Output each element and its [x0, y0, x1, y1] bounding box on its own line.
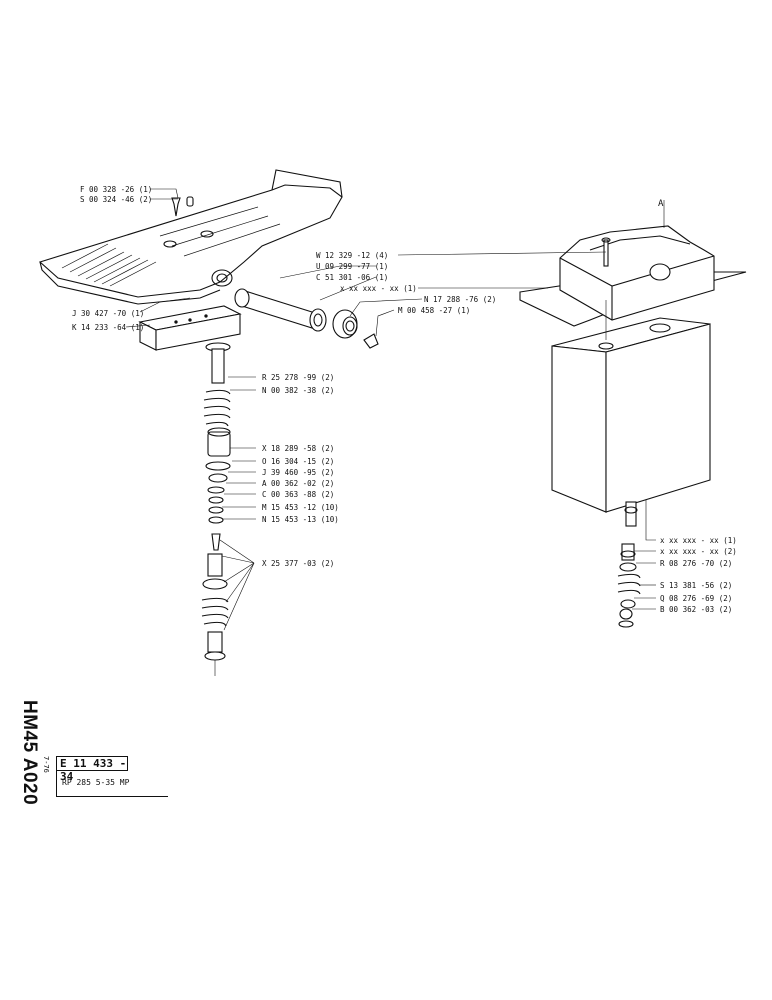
reference-divider-horizontal [56, 796, 168, 797]
callout-label: N 17 288 -76 (2) [424, 295, 496, 304]
callout-label: J 39 460 -95 (2) [262, 468, 334, 477]
callout-labels: F 00 328 -26 (1) S 00 324 -46 (2) J 30 4… [72, 185, 737, 614]
leader-lines [125, 188, 656, 631]
series-code-text: HM45 A020 [19, 700, 40, 806]
callout-label: W 12 329 -12 (4) [316, 251, 388, 260]
callout-label: S 00 324 -46 (2) [80, 195, 152, 204]
callout-label: M 00 458 -27 (1) [398, 306, 470, 315]
callout-label: A 00 362 -02 (2) [262, 479, 334, 488]
callout-label: J 30 427 -70 (1) [72, 309, 144, 318]
callout-label: U 09 299 -77 (1) [316, 262, 388, 271]
callout-label: R 25 278 -99 (2) [262, 373, 334, 382]
callout-label: Q 08 276 -69 (2) [660, 594, 732, 603]
callout-label: x xx xxx - xx (2) [660, 547, 737, 556]
callout-label: F 00 328 -26 (1) [80, 185, 152, 194]
reference-divider-vertical [56, 771, 57, 796]
callout-label: O 16 304 -15 (2) [262, 457, 334, 466]
reference-number: E 11 433 - 34 [56, 756, 128, 783]
callout-label: x xx xxx - xx (1) [660, 536, 737, 545]
right-valve-stack [617, 501, 641, 628]
callout-label: N 15 453 -13 (10) [262, 515, 339, 524]
callout-label: C 00 363 -88 (2) [262, 490, 334, 499]
sheet-date-text: 7-76 [42, 756, 50, 773]
pedal-drawing [38, 169, 343, 351]
series-code: HM45 A020 [18, 700, 44, 805]
callout-label: R 08 276 -70 (2) [660, 559, 732, 568]
view-letter: A [658, 199, 664, 209]
reservoir-drawing [519, 200, 747, 513]
sheet-date: 7-76 [42, 756, 52, 786]
callout-label: C 51 301 -06 (1) [316, 273, 388, 282]
callout-label: X 25 377 -03 (2) [262, 559, 334, 568]
callout-label: N 00 382 -38 (2) [262, 386, 334, 395]
callout-label: B 00 362 -03 (2) [660, 605, 732, 614]
callout-label: S 13 381 -56 (2) [660, 581, 732, 590]
callout-label: X 18 289 -58 (2) [262, 444, 334, 453]
shaft-drawing [234, 288, 379, 349]
callout-label: M 15 453 -12 (10) [262, 503, 339, 512]
callout-label: K 14 233 -64 (1) [72, 323, 144, 332]
left-valve-stack [201, 342, 231, 676]
callout-label: x xx xxx - xx (1) [340, 284, 417, 293]
model-designation: RP 285 5-35 MP [62, 778, 130, 787]
